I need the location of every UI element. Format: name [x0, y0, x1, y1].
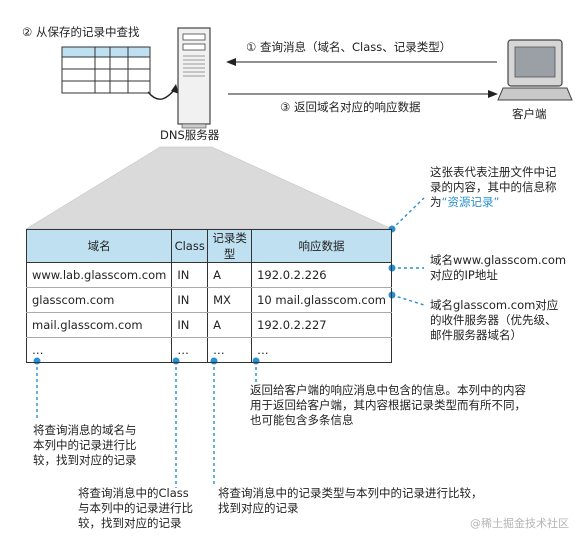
cell-class: IN [171, 262, 209, 288]
watermark: @稀土掘金技术社区 [470, 517, 569, 530]
cell-response: 192.0.2.227 [251, 312, 392, 338]
cell-domain: glasscom.com [25, 287, 173, 313]
table-row: www.lab.glasscom.com IN A 192.0.2.226 [25, 262, 392, 288]
lookup-arrow [147, 87, 177, 100]
step1-label: ① 查询消息（域名、Class、记录类型） [246, 40, 452, 54]
client-label: 客户端 [512, 107, 547, 121]
table-header: 域名 Class 记录类型 响应数据 [25, 229, 392, 263]
cell-class: IN [171, 312, 209, 338]
cell-domain: … [25, 337, 173, 363]
www-record-note: 域名www.glasscom.com 对应的IP地址 [430, 253, 567, 282]
step2-label: ② 从保存的记录中查找 [22, 25, 140, 39]
type-column-note: 将查询消息中的记录类型与本列中的记录进行比较， 找到对应的记录 [218, 486, 483, 515]
client-computer-icon [497, 39, 573, 101]
cell-domain: www.lab.glasscom.com [25, 262, 173, 288]
cell-domain: mail.glasscom.com [25, 312, 173, 338]
table-row: mail.glasscom.com IN A 192.0.2.227 [25, 312, 392, 338]
response-column-note: 返回给客户端的响应消息中包含的信息。本列中的内容 用于返回给客户端，其内容根据记… [250, 383, 526, 427]
callout-lines [36, 197, 425, 488]
cell-response: 10 mail.glasscom.com [251, 287, 392, 313]
funnel-shape [25, 146, 393, 230]
table-row: glasscom.com IN MX 10 mail.glasscom.com [25, 287, 392, 313]
record-table-icon [61, 46, 151, 94]
cell-response: … [251, 337, 392, 363]
dns-server-icon [177, 27, 211, 129]
step3-label: ③ 返回域名对应的响应数据 [280, 100, 421, 114]
dns-server-label: DNS服务器 [160, 128, 220, 142]
table-row: … … … … [25, 337, 392, 363]
header-record-type: 记录类型 [207, 229, 253, 263]
resource-record-note: 这张表代表注册文件中记 录的内容，其中的信息称 为“资源记录” [430, 165, 557, 209]
cell-class: … [171, 337, 209, 363]
header-class: Class [171, 229, 209, 263]
cell-type: MX [207, 287, 253, 313]
class-column-note: 将查询消息中的Class 与本列中的记录进行比 较，找到对应的记录 [78, 486, 193, 530]
cell-response: 192.0.2.226 [251, 262, 392, 288]
cell-type: A [207, 312, 253, 338]
domain-column-note: 将查询消息的域名与 本列中的记录进行比 较，找到对应的记录 [33, 423, 137, 467]
cell-class: IN [171, 287, 209, 313]
cell-type: … [207, 337, 253, 363]
header-response-data: 响应数据 [251, 229, 392, 263]
resource-record-table: 域名 Class 记录类型 响应数据 www.lab.glasscom.com … [25, 229, 392, 363]
mx-record-note: 域名glasscom.com对应 的收件服务器（优先级、 邮件服务器域名） [430, 298, 559, 342]
resource-record-highlight: “资源记录” [441, 195, 500, 209]
header-domain: 域名 [25, 229, 173, 263]
cell-type: A [207, 262, 253, 288]
